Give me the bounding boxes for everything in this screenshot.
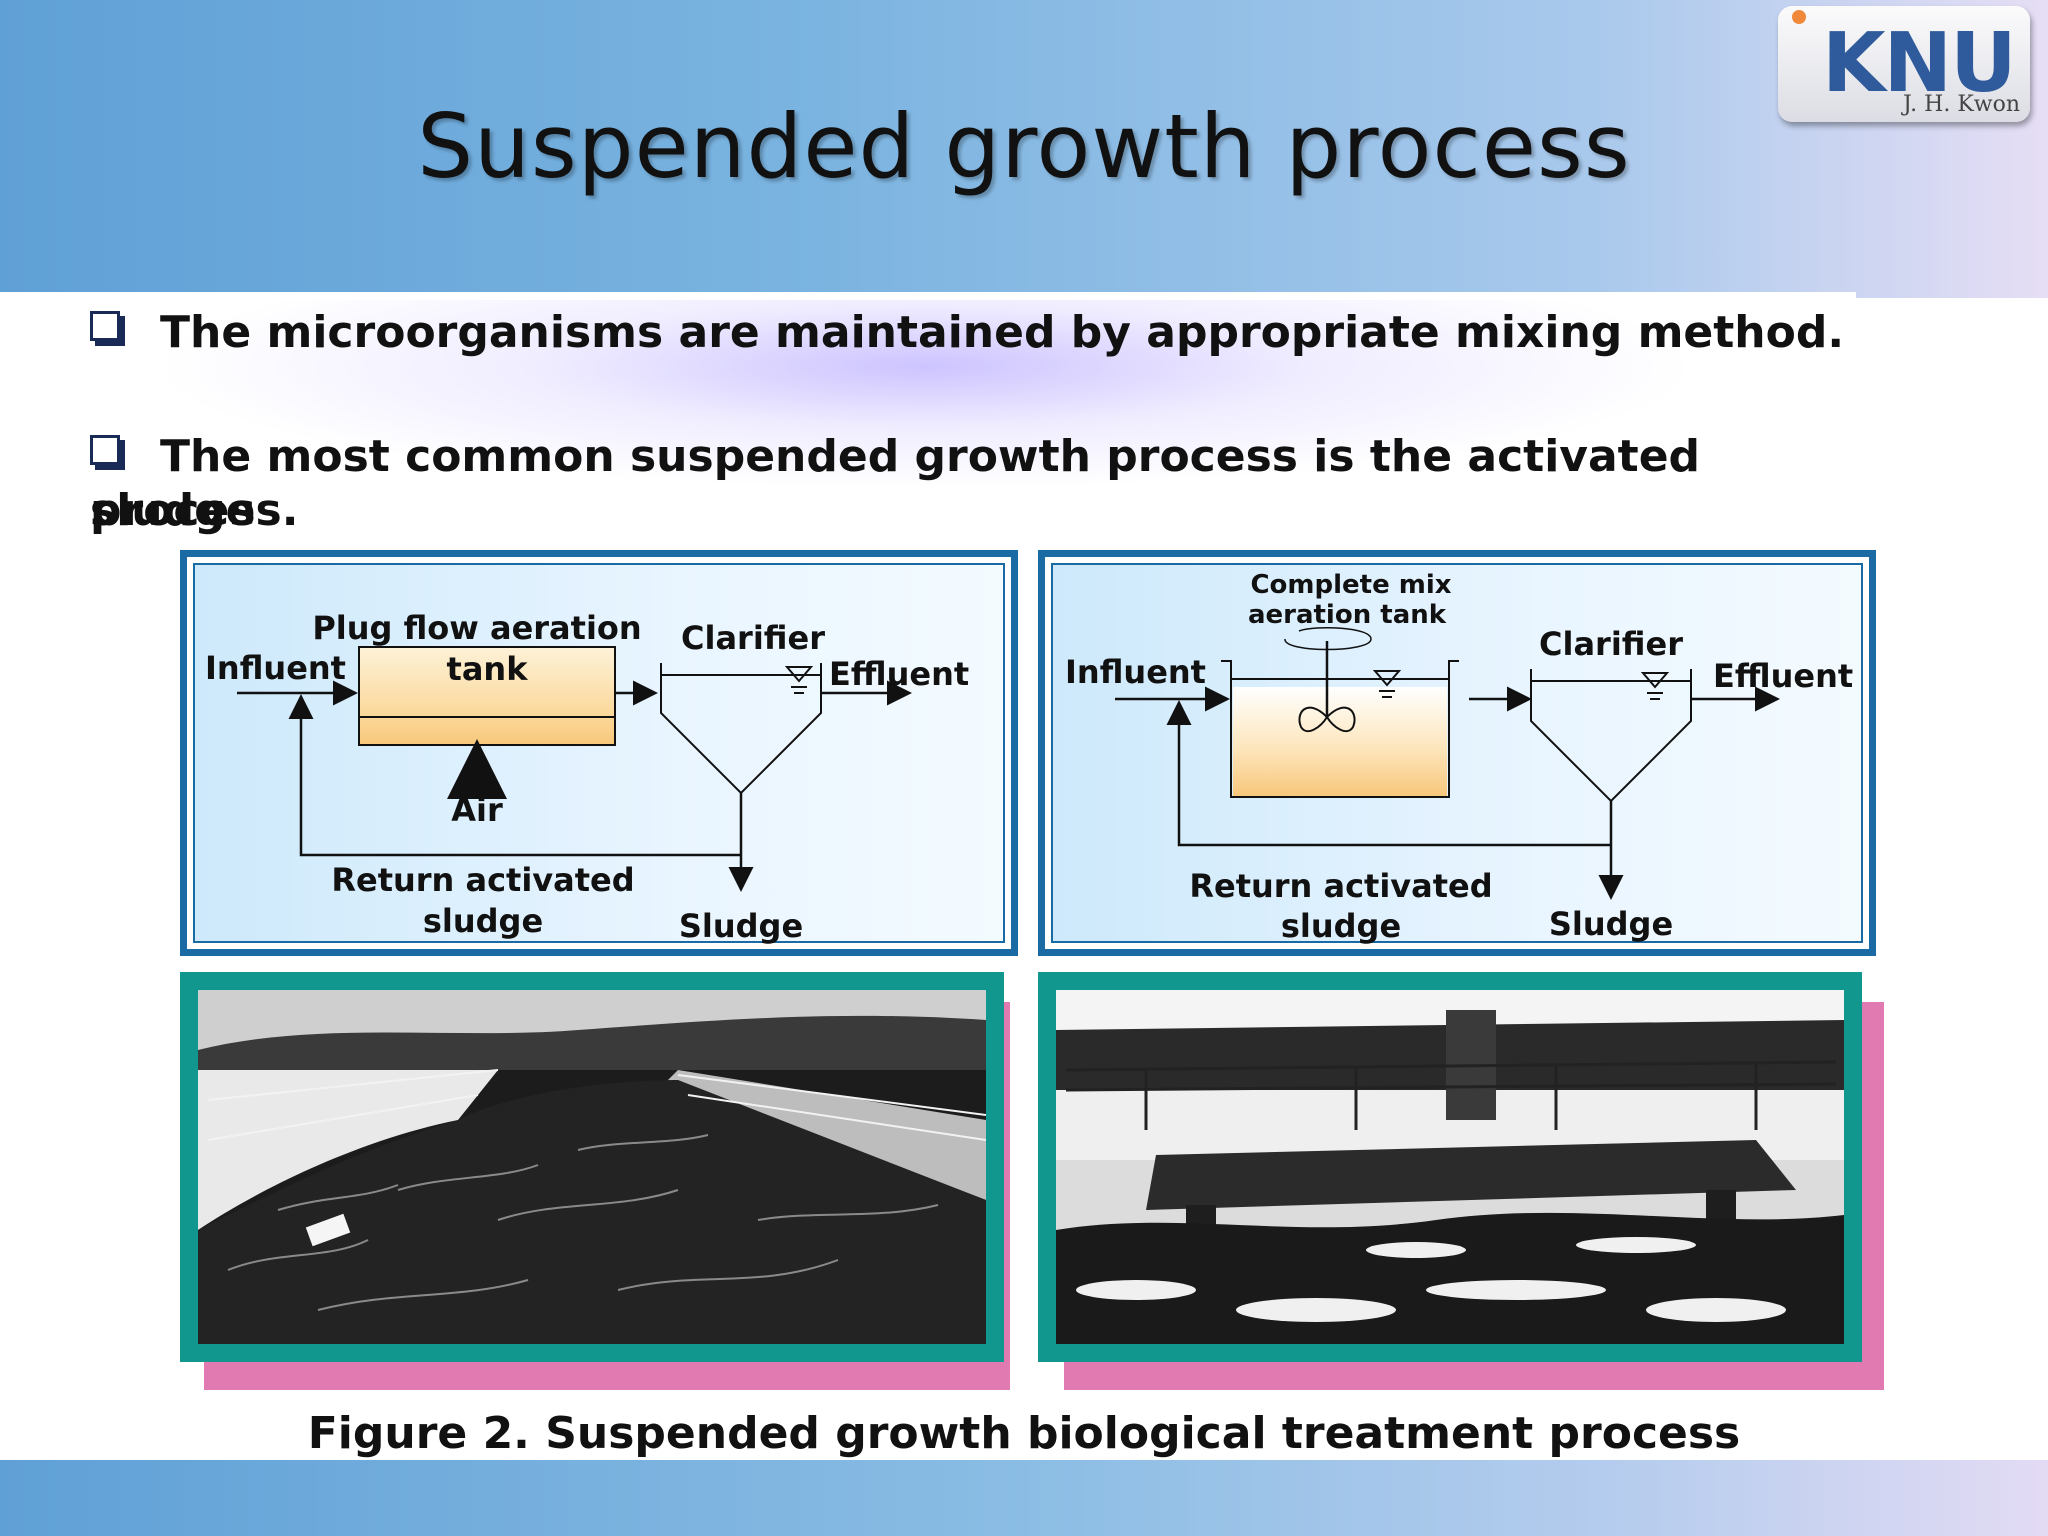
complete-mix-diagram: Complete mix aeration tank Influent Clar… [1038,550,1876,956]
tank-label-line1: Plug flow aeration [312,609,641,647]
complete-mix-diagram-panel [1051,563,1863,943]
plug-flow-basin-photo [198,990,986,1344]
checkbox-bullet-icon [90,311,120,341]
mix-clarifier-level-icon [1640,672,1670,700]
mix-tank-walls [1221,660,1459,798]
bullet-text-2-continued: process. [90,485,299,536]
footer-band [0,1460,2048,1536]
mix-clarifier-shape [1530,669,1692,803]
sludge-label: Sludge [679,907,803,945]
plug-flow-diagram-panel [193,563,1005,943]
mix-influent-label: Influent [1065,653,1206,691]
mix-sludge-label: Sludge [1549,905,1673,943]
complete-mix-basin-image [1056,990,1844,1344]
return-label-line1: Return activated [331,861,634,899]
air-label: Air [451,791,503,829]
clarifier-label: Clarifier [681,619,825,657]
mixer-rotation-icon [1284,627,1372,651]
bullet-item-1: The microorganisms are maintained by app… [90,306,1844,360]
bullet-text-2: The most common suspended growth process… [90,431,1701,536]
complete-mix-basin-photo [1056,990,1844,1344]
water-level-icon [784,666,814,694]
plug-flow-basin-image [198,990,986,1344]
logo-subtext: J. H. Kwon [1903,92,2020,117]
background-glow [150,300,1700,490]
plug-flow-photo-frame [180,972,1030,1390]
mix-water-level-icon [1372,670,1402,698]
complete-mix-schematic: Complete mix aeration tank Influent Clar… [1065,570,1853,945]
slide-title: Suspended growth process [417,95,1631,198]
return-sludge-line [288,694,741,857]
aeration-tank [358,646,616,746]
mix-return-label-line1: Return activated [1189,867,1492,905]
mix-return-label-line2: sludge [1281,907,1401,945]
return-label-line2: sludge [423,902,543,940]
mix-effluent-label: Effluent [1713,657,1853,695]
clarifier-shape [660,663,822,795]
figure-caption: Figure 2. Suspended growth biological tr… [307,1408,1741,1459]
effluent-label: Effluent [829,655,969,693]
influent-label: Influent [205,649,346,687]
plug-flow-schematic: Plug flow aeration tank Influent Air Cla… [205,609,969,945]
bullet-text-1: The microorganisms are maintained by app… [160,307,1845,358]
mixer-impeller-icon [1298,706,1356,733]
complete-mix-photo-frame [1038,972,1888,1390]
logo-dot [1792,10,1806,24]
header-band [0,0,2048,298]
logo-text: KNU [1822,16,2017,111]
bullet-item-2: The most common suspended growth process… [90,430,1810,538]
mix-clarifier-label: Clarifier [1539,625,1683,663]
checkbox-bullet-icon [90,435,120,465]
mix-return-sludge-line [1166,700,1611,847]
tank-label-line2: tank [447,650,529,688]
mix-tank-label-line1: Complete mix [1250,570,1451,600]
mix-tank-fill [1233,687,1447,797]
mix-tank-label-line2: aeration tank [1248,600,1447,630]
plug-flow-diagram: Plug flow aeration tank Influent Air Cla… [180,550,1018,956]
knu-logo: KNU J. H. Kwon [1778,6,2030,122]
